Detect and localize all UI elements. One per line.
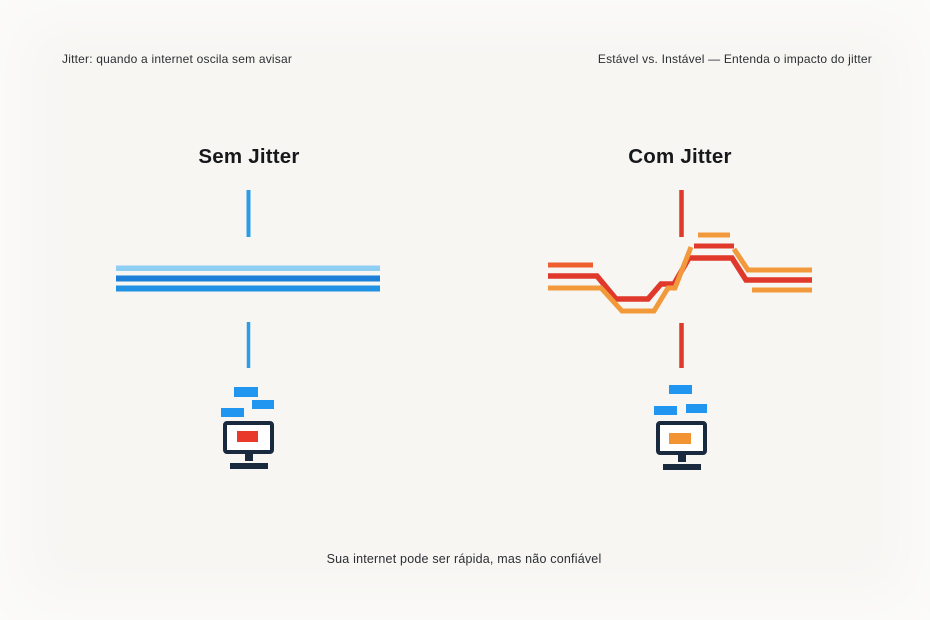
packet-icon (669, 385, 692, 394)
monitor-stand-neck (245, 453, 253, 461)
header-right-caption: Estável vs. Instável — Entenda o impacto… (597, 52, 872, 66)
packet-icon (654, 406, 677, 415)
stable-signal-lines-icon (116, 265, 380, 292)
jitter-signal-lines-icon (548, 232, 812, 314)
monitor-stand-base (230, 463, 268, 469)
right-panel-title: Com Jitter (628, 145, 732, 168)
packet-icon (252, 400, 274, 409)
footer-caption: Sua internet pode ser rápida, mas não co… (326, 552, 602, 566)
stable-flow-diagram (116, 190, 380, 469)
unstable-flow-diagram (548, 190, 812, 470)
packet-icon (234, 387, 258, 397)
stable-line-bottom (116, 285, 380, 292)
left-panel-title: Sem Jitter (198, 145, 300, 168)
packet-icon (221, 408, 244, 417)
monitor-icon-right (656, 421, 707, 470)
data-packets-right-icon (654, 385, 707, 415)
monitor-stand-base (663, 464, 701, 470)
jitter-orange-path-left (548, 246, 694, 314)
stable-line-top (116, 265, 380, 271)
header-left-caption: Jitter: quando a internet oscila sem avi… (62, 52, 293, 66)
packet-icon (686, 404, 707, 413)
data-packets-left-icon (221, 387, 274, 417)
jitter-red-path (548, 255, 812, 302)
monitor-icon-left (223, 421, 274, 469)
monitor-screen-content-orange (669, 433, 691, 444)
stable-line-middle (116, 275, 380, 282)
monitor-screen-content-red (237, 431, 258, 442)
jitter-orange-path-right (731, 247, 812, 273)
monitor-stand-neck (678, 454, 686, 462)
